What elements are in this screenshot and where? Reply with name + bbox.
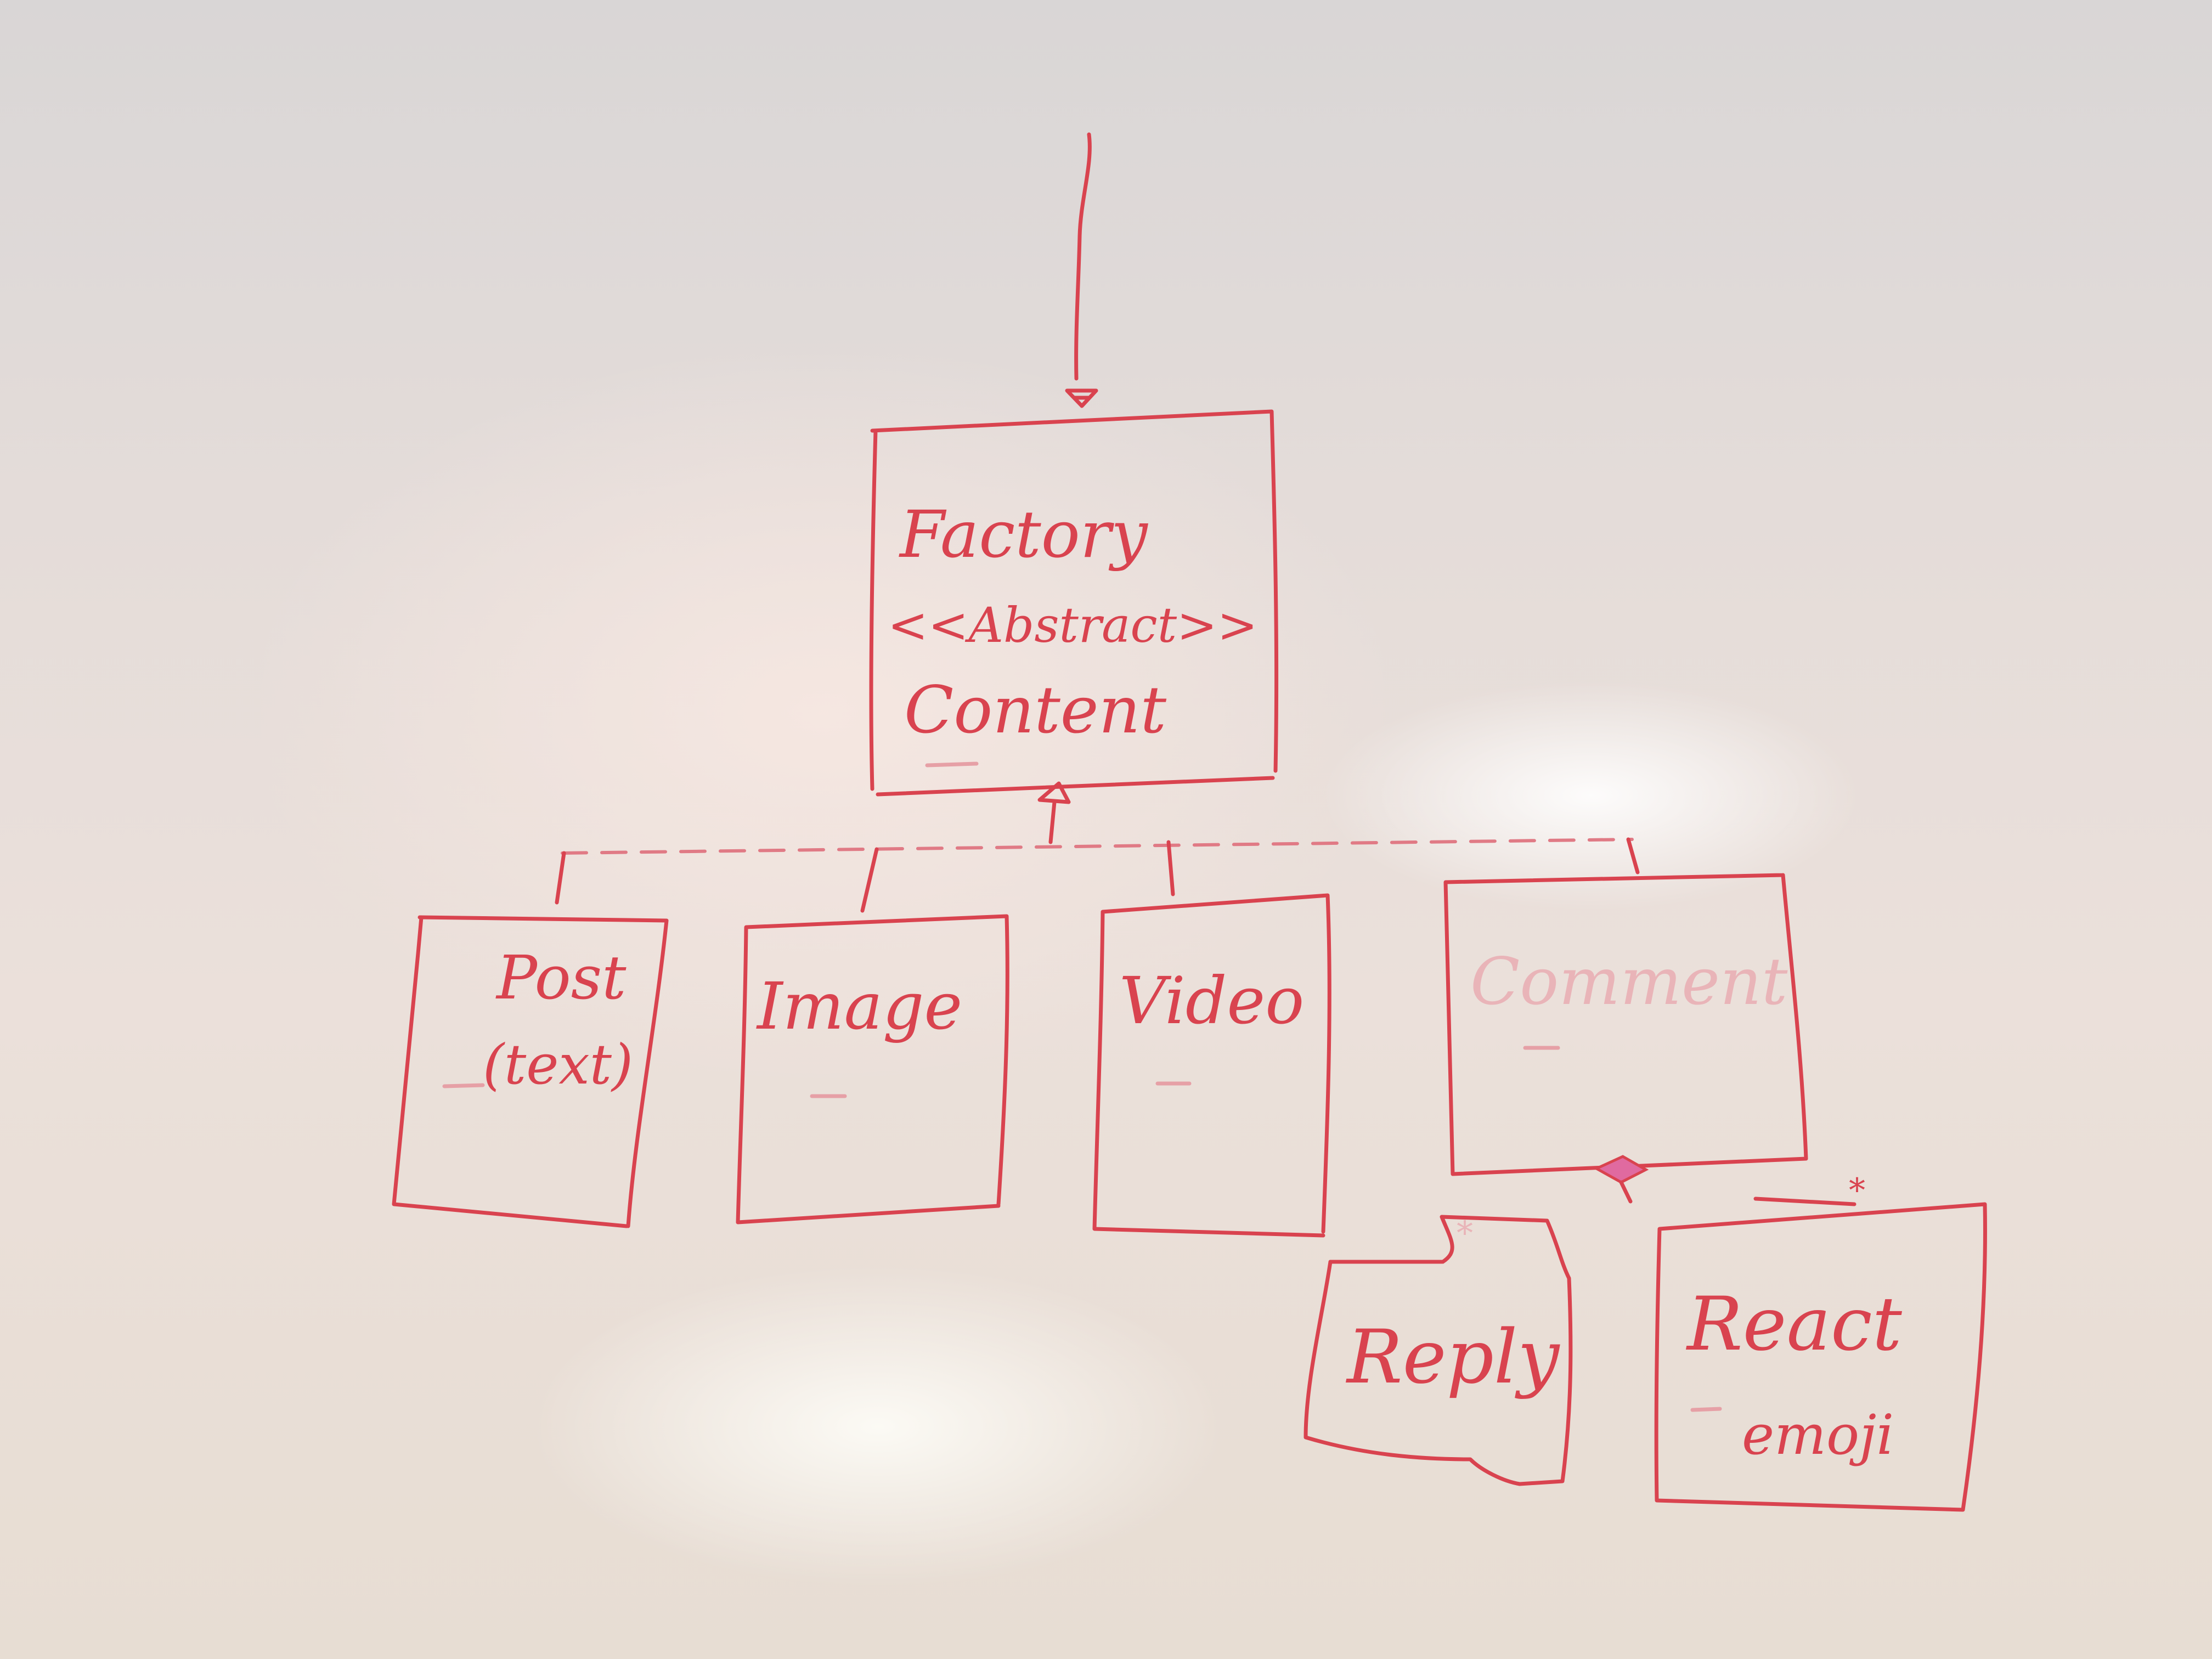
comment-drop-line — [1626, 837, 1640, 874]
factory-underline-mark — [925, 761, 979, 768]
post-underline-mark — [442, 1083, 485, 1088]
react-dash-mark — [1690, 1407, 1722, 1412]
comment-box — [1443, 873, 1808, 1176]
abstract-stereotype-label: <<Abstract>> — [888, 597, 1258, 653]
post-label: Post — [495, 943, 627, 1013]
react-label: React — [1685, 1281, 1903, 1367]
react-multiplicity: * — [1849, 1171, 1865, 1210]
factory-content-box — [869, 409, 1279, 797]
post-text-label: (text) — [483, 1032, 633, 1097]
reply-label: Reply — [1345, 1314, 1560, 1400]
factory-label: Factory — [899, 496, 1148, 572]
reply-multiplicity: * — [1457, 1214, 1473, 1252]
react-box — [1654, 1202, 1987, 1512]
composition-diamond — [1593, 1155, 1649, 1184]
image-label: Image — [756, 968, 962, 1044]
image-box — [736, 914, 1009, 1224]
comment-label: Comment — [1470, 944, 1788, 1019]
incoming-arrowhead — [1065, 388, 1098, 408]
inheritance-stem — [1048, 800, 1057, 844]
reply-box — [1304, 1215, 1573, 1486]
video-box — [1092, 893, 1331, 1238]
video-drop-line — [1166, 840, 1175, 896]
post-box — [392, 915, 669, 1228]
incoming-connector — [1074, 132, 1092, 381]
content-label: Content — [904, 672, 1167, 748]
image-drop-line — [860, 847, 879, 913]
composition-stem — [1619, 1180, 1633, 1204]
post-drop-line — [555, 851, 566, 905]
react-connector — [1753, 1197, 1857, 1206]
video-label: Video — [1119, 963, 1304, 1039]
inheritance-bus-dashed — [561, 838, 1634, 855]
react-emoji-label: emoji — [1742, 1403, 1894, 1467]
